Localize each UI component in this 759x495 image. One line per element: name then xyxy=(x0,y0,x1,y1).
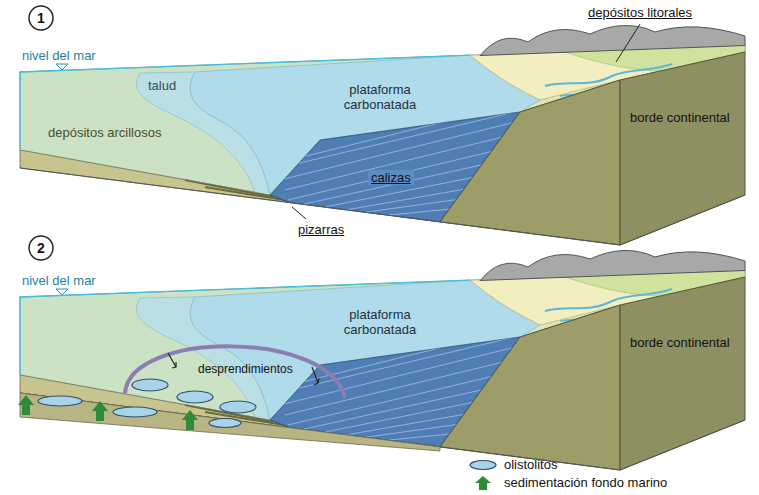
block-panel-2 xyxy=(18,250,745,470)
region-label: plataforma carbonatada xyxy=(334,82,426,112)
olistolith xyxy=(177,391,213,403)
sedimentation-arrow-sample xyxy=(475,476,491,490)
leader-line xyxy=(292,207,306,219)
sedimentation-arrow xyxy=(18,395,34,415)
circle-shape xyxy=(29,236,53,260)
olistolith xyxy=(220,401,256,413)
legend-item: sedimentación fondo marino xyxy=(468,476,667,490)
rock-label: calizas xyxy=(368,170,414,185)
region-label: borde continental xyxy=(630,110,730,125)
callout-circle: 1 xyxy=(28,5,54,31)
callout-number: 1 xyxy=(28,10,54,26)
callout-number: 2 xyxy=(28,240,54,256)
region-label: plataforma carbonatada xyxy=(334,307,426,337)
callout-circle: 2 xyxy=(28,235,54,261)
collapse-arrow xyxy=(312,367,318,383)
olistolith xyxy=(132,379,168,391)
rock-label: pizarras xyxy=(298,222,344,237)
sedimentation-arrow xyxy=(182,410,198,430)
region-label: borde continental xyxy=(630,335,730,350)
olistolith xyxy=(113,407,157,417)
olistolith xyxy=(38,396,82,406)
collapse-scar xyxy=(125,346,345,398)
region-label: talud xyxy=(148,78,176,93)
legend-swatch xyxy=(468,476,498,490)
sea-level-label: nivel del mar xyxy=(22,48,96,63)
block-body-copy xyxy=(20,250,745,470)
callout-label: depósitos litorales xyxy=(588,5,692,20)
circle-shape xyxy=(29,6,53,30)
collapse-arrow xyxy=(168,353,176,367)
legend-text: olistolitos xyxy=(504,458,557,472)
legend-text: sedimentación fondo marino xyxy=(504,476,667,490)
leader-line xyxy=(616,24,640,62)
legend-swatch xyxy=(468,458,498,472)
olistolith-sample xyxy=(470,461,496,470)
region-label: depósitos arcillosos xyxy=(48,125,161,140)
olistolith xyxy=(209,419,241,428)
collapse-arrow xyxy=(314,378,319,385)
process-label: desprendimientos xyxy=(198,362,293,377)
collapse-arrow xyxy=(172,362,176,368)
legend-item: olistolitos xyxy=(468,458,557,472)
sea-level-label: nivel del mar xyxy=(22,273,96,288)
block-panel-1 xyxy=(20,25,745,245)
new-sediment-band xyxy=(20,393,440,451)
sedimentation-arrow xyxy=(92,401,108,421)
